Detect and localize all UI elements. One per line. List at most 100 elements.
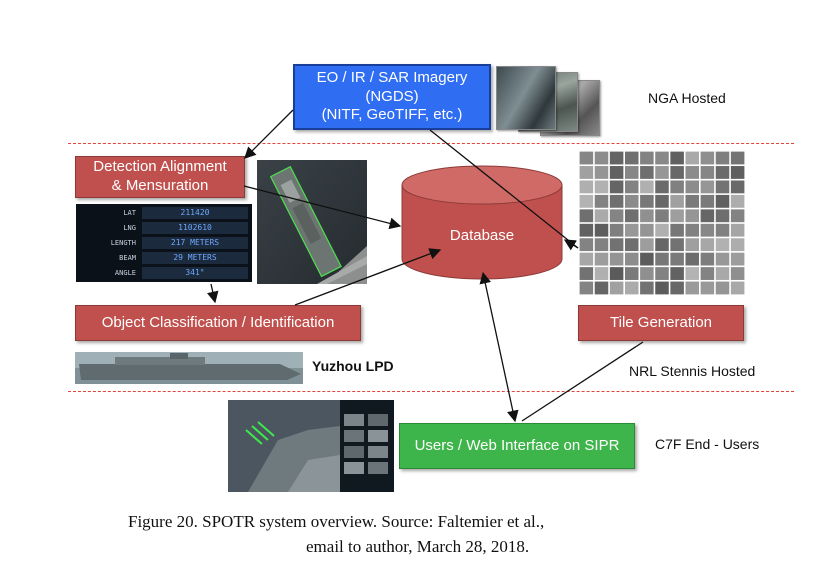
imagery-tile <box>685 166 700 179</box>
imagery-tile <box>579 151 594 165</box>
detection-alignment-subtitle: & Mensuration <box>111 177 209 194</box>
imagery-tile <box>609 252 624 266</box>
tile-to-database-arrow <box>563 239 579 251</box>
imagery-tile <box>700 238 715 252</box>
imagery-source-formats: (NITF, GeoTIFF, etc.) <box>321 106 463 124</box>
imagery-tile <box>685 238 700 252</box>
imagery-tile <box>594 281 609 295</box>
imagery-tile <box>730 151 745 165</box>
imagery-tile <box>609 194 624 208</box>
imagery-tile <box>579 267 594 280</box>
imagery-tile <box>685 209 700 223</box>
imagery-tile <box>624 252 639 266</box>
imagery-tile <box>640 151 654 165</box>
figure-caption-line1: Figure 20. SPOTR system overview. Source… <box>128 512 545 531</box>
object-classification-box: Object Classification / Identification <box>75 305 361 341</box>
imagery-tile <box>715 209 730 223</box>
vessel-name-label: Yuzhou LPD <box>312 358 394 374</box>
imagery-tile <box>594 252 609 266</box>
imagery-tile <box>685 267 700 280</box>
imagery-tile <box>700 281 715 295</box>
measurement-label: ANGLE <box>114 269 136 277</box>
nga-hosted-label: NGA Hosted <box>648 90 726 106</box>
imagery-tile <box>594 166 609 179</box>
imagery-tile <box>655 252 669 266</box>
imagery-tile <box>640 267 654 280</box>
imagery-tile <box>700 180 715 194</box>
imagery-tile <box>700 209 715 223</box>
users-web-interface-label: Users / Web Interface on SIPR <box>414 436 620 454</box>
imagery-tile <box>730 209 745 223</box>
measurement-row: LNG 1102610 <box>76 221 252 235</box>
imagery-tile <box>730 223 745 237</box>
imagery-tile <box>640 281 654 295</box>
imagery-tile <box>715 151 730 165</box>
imagery-tile <box>655 281 669 295</box>
imagery-tile <box>624 194 639 208</box>
tile-generation-label: Tile Generation <box>610 313 712 331</box>
database-users-bidirectional-arrow <box>479 271 519 423</box>
measurement-row: ANGLE 341° <box>76 266 252 280</box>
users-web-interface-box: Users / Web Interface on SIPR <box>399 423 635 469</box>
measurement-value: 341° <box>142 267 248 279</box>
measurement-value: 217 METERS <box>142 237 248 249</box>
imagery-tile <box>594 238 609 252</box>
imagery-tile <box>579 223 594 237</box>
imagery-tile <box>609 267 624 280</box>
imagery-tile <box>655 166 669 179</box>
imagery-tile <box>670 180 684 194</box>
imagery-tile <box>670 223 684 237</box>
imagery-tile <box>730 267 745 280</box>
imagery-tile <box>655 267 669 280</box>
imagery-tile <box>685 281 700 295</box>
imagery-tile <box>594 151 609 165</box>
imagery-tile <box>670 281 684 295</box>
imagery-tile <box>594 194 609 208</box>
figure-caption-line2: email to author, March 28, 2018. <box>306 537 530 556</box>
imagery-source-system: (NGDS) <box>365 87 419 105</box>
imagery-tile <box>670 194 684 208</box>
imagery-tile <box>700 194 715 208</box>
imagery-tile <box>624 151 639 165</box>
imagery-tile <box>609 223 624 237</box>
imagery-tile <box>640 223 654 237</box>
imagery-tile <box>624 166 639 179</box>
object-classification-label: Object Classification / Identification <box>101 313 335 331</box>
measurement-row: LENGTH 217 METERS <box>76 236 252 250</box>
tile-grid-image <box>578 150 746 296</box>
imagery-tile <box>624 267 639 280</box>
imagery-tile <box>640 194 654 208</box>
imagery-source-box: EO / IR / SAR Imagery (NGDS) (NITF, GeoT… <box>293 64 491 130</box>
imagery-tile <box>655 223 669 237</box>
imagery-tile <box>640 180 654 194</box>
imagery-tile <box>609 281 624 295</box>
imagery-tile <box>594 180 609 194</box>
imagery-tile <box>609 209 624 223</box>
measurement-row: BEAM 29 METERS <box>76 251 252 265</box>
tile-generation-box: Tile Generation <box>578 305 744 341</box>
measurement-row: LAT 211420 <box>76 206 252 220</box>
imagery-tile <box>685 151 700 165</box>
imagery-tile <box>700 252 715 266</box>
imagery-tile <box>685 223 700 237</box>
imagery-tile <box>609 151 624 165</box>
imagery-tile <box>640 209 654 223</box>
imagery-tile <box>715 166 730 179</box>
imagery-tile <box>640 252 654 266</box>
imagery-tile <box>579 252 594 266</box>
detection-to-classification-arrow <box>207 283 219 304</box>
imagery-tile <box>685 194 700 208</box>
imagery-tile <box>730 252 745 266</box>
imagery-tile <box>609 166 624 179</box>
detection-alignment-box: Detection Alignment & Mensuration <box>75 156 245 198</box>
imagery-tile <box>579 238 594 252</box>
imagery-to-detection-arrow <box>244 109 294 159</box>
c7f-end-users-label: C7F End - Users <box>655 436 760 452</box>
imagery-tile <box>730 166 745 179</box>
nrl-boundary-divider <box>68 391 794 392</box>
imagery-tile <box>594 223 609 237</box>
imagery-tile <box>670 252 684 266</box>
imagery-tile <box>685 180 700 194</box>
ship-overhead-image <box>257 160 367 284</box>
measurement-label: LNG <box>123 224 136 232</box>
